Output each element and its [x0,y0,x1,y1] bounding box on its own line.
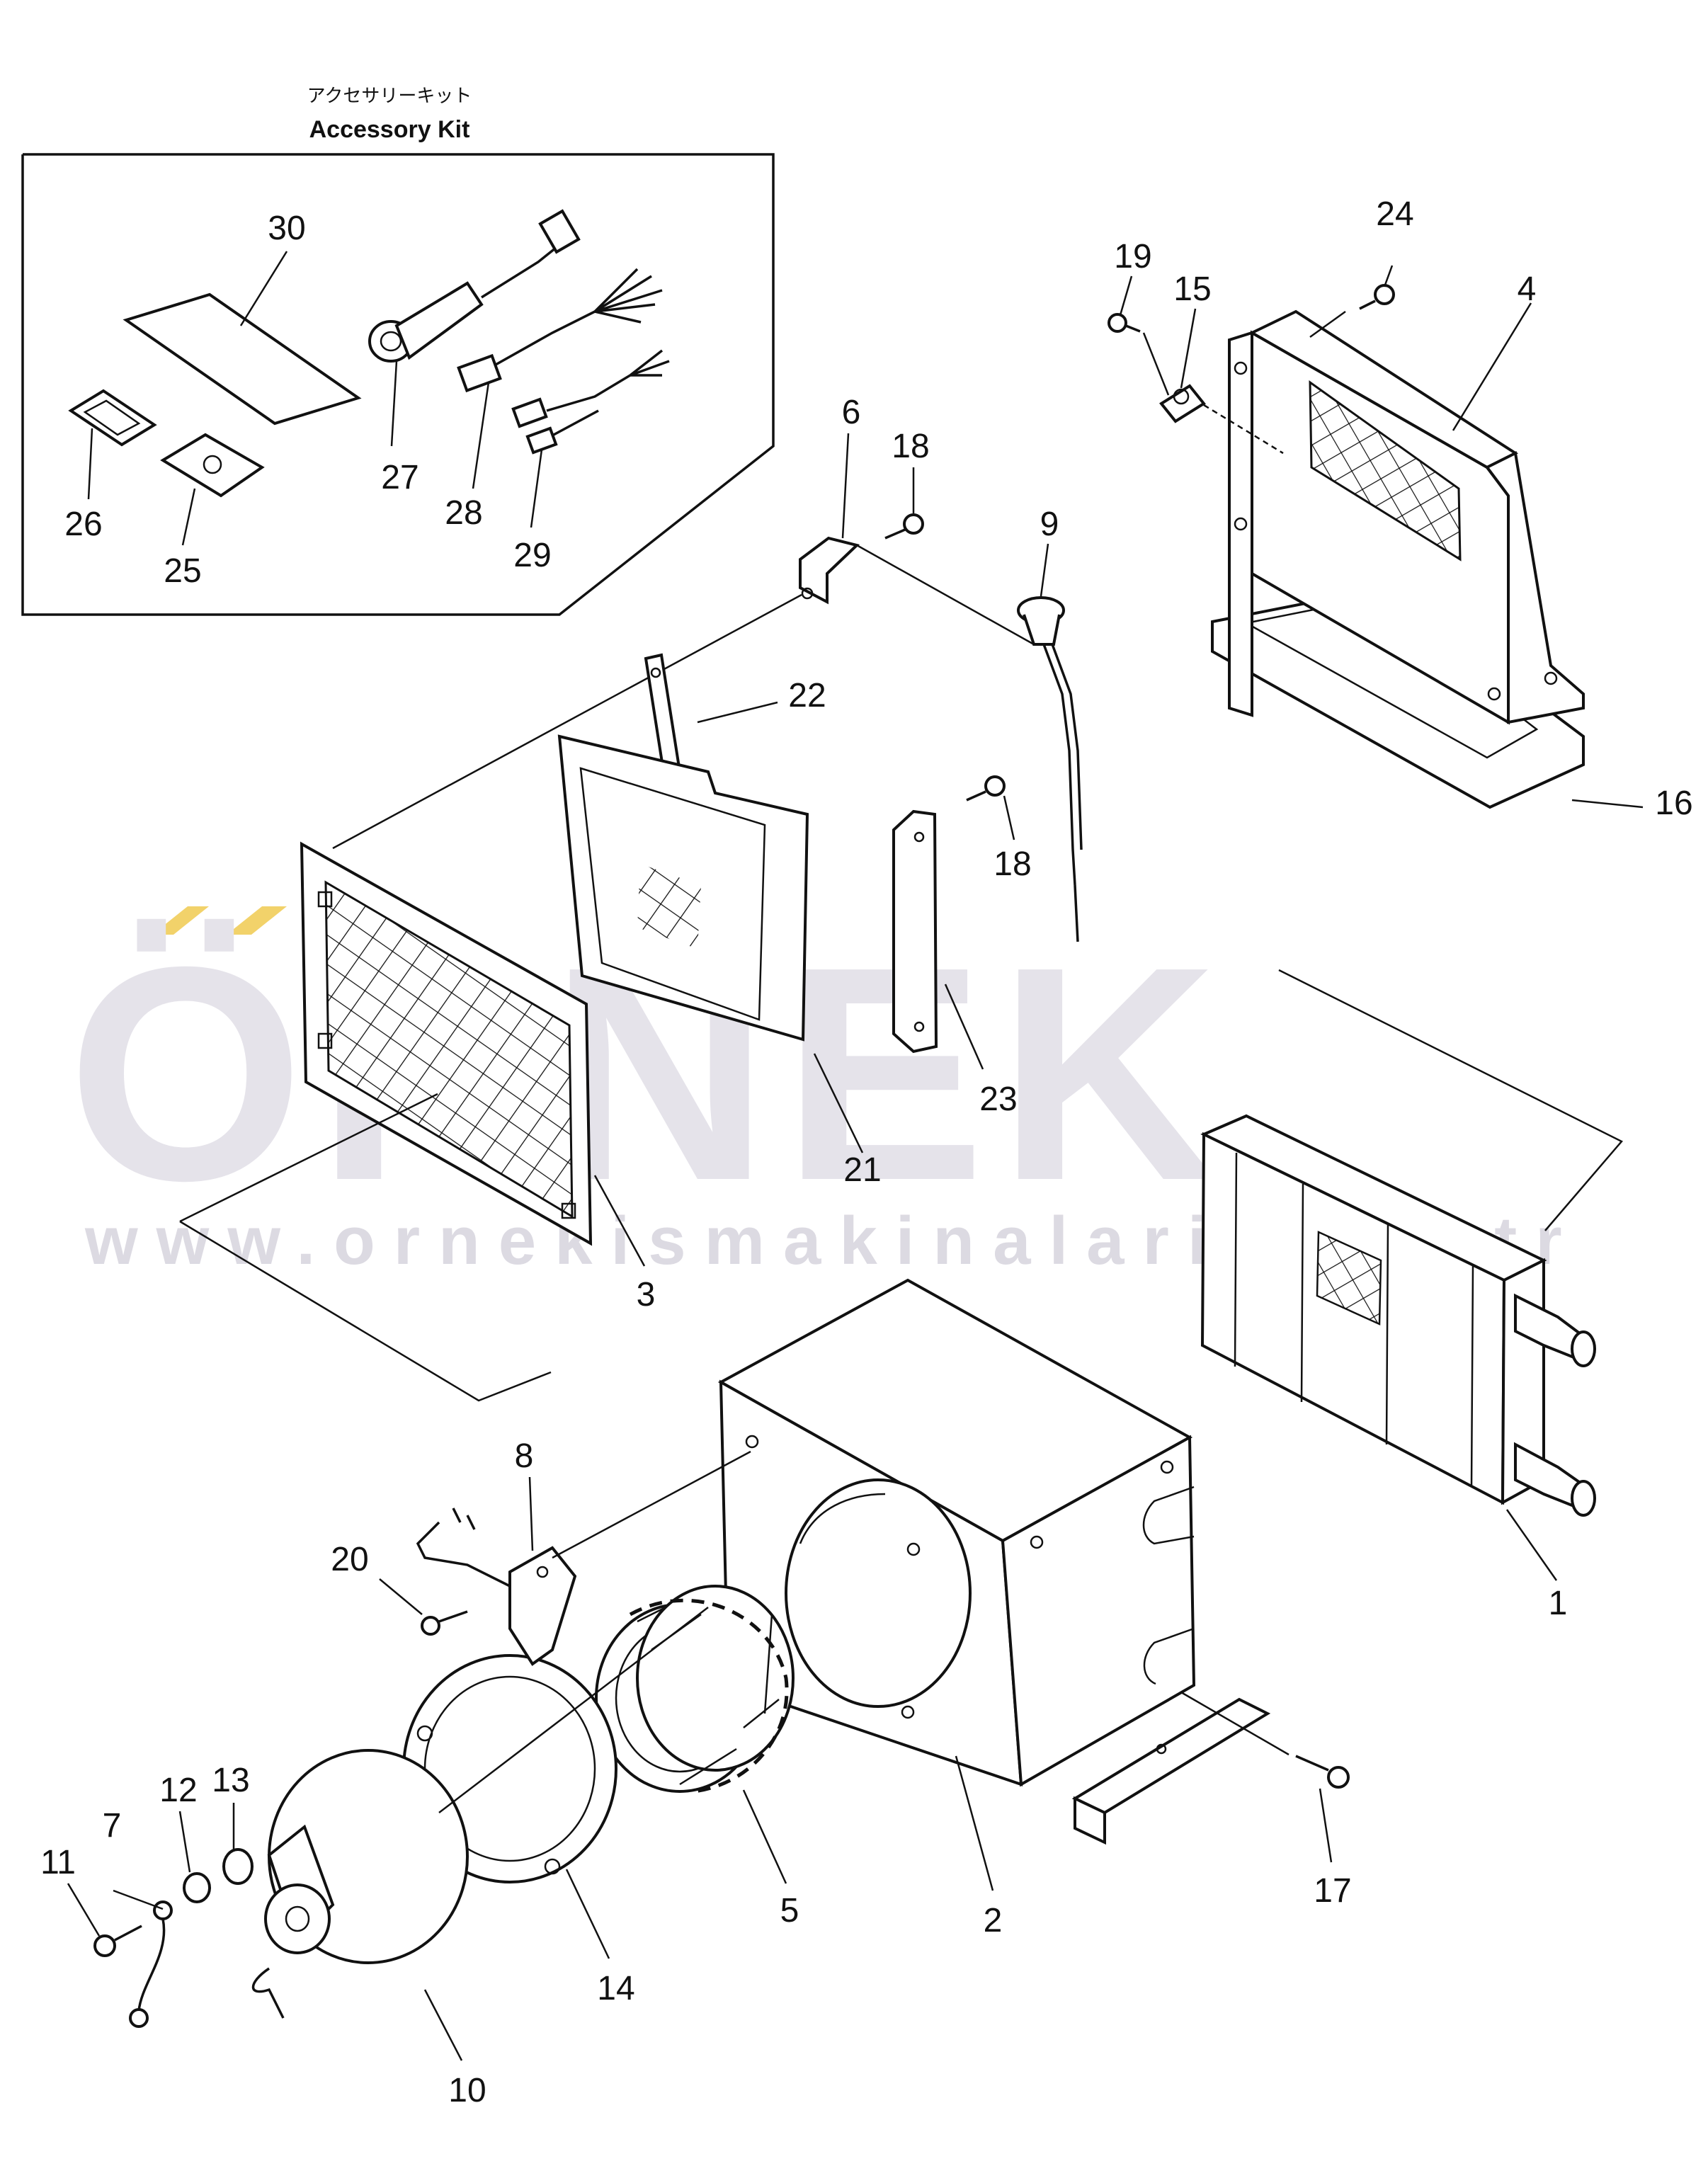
part-10-motor [251,1749,469,2019]
part-11-bolt [93,1925,142,1957]
callout-17: 17 [1314,1872,1351,1910]
part-18-screw-upper [884,513,924,540]
callout-10: 10 [448,2072,486,2109]
part-15-clamp [1159,384,1206,423]
callout-25: 25 [164,552,201,590]
part-17-bracket [1071,1697,1271,1845]
part-29-harness [511,349,670,455]
heater-outlet-pipe [1514,1442,1596,1517]
callout-23: 23 [979,1081,1017,1118]
part-24-screw [1359,284,1395,310]
callout-24: 24 [1376,195,1413,233]
callout-11: 11 [40,1844,76,1881]
callout-1: 1 [1549,1585,1568,1622]
part-28-harness [457,268,663,393]
callout-7: 7 [103,1807,122,1845]
part-2-case [717,1278,1196,1787]
part-25-pad [160,433,265,498]
part-4-duct [1228,309,1585,725]
part-23-strip [892,809,938,1054]
callout-19: 19 [1114,238,1151,275]
heater-inlet-pipe [1514,1293,1596,1367]
part-9-cable [1017,596,1083,942]
part-7-ground-wire [129,1900,173,2028]
part-30-decal-sheet [123,292,362,426]
callout-30: 30 [268,210,305,247]
part-21-filter [557,734,809,1042]
callout-20: 20 [331,1541,368,1578]
callout-3: 3 [637,1276,656,1313]
callout-12: 12 [159,1772,197,1809]
callout-5: 5 [780,1892,799,1930]
part-27-switch [368,209,581,363]
callout-28: 28 [445,494,482,532]
callout-26: 26 [64,506,102,543]
callout-14: 14 [597,1970,634,2007]
callout-21: 21 [843,1151,881,1189]
part-17-screw [1295,1755,1350,1789]
part-8-resistor [508,1546,577,1666]
callout-8: 8 [515,1437,534,1475]
callout-15: 15 [1173,270,1211,308]
kit-frame [21,153,775,616]
callout-13: 13 [212,1762,249,1799]
callout-9: 9 [1040,506,1059,543]
callout-27: 27 [381,459,419,496]
part-20-screw [421,1610,468,1636]
callout-18b: 18 [994,845,1031,883]
part-6-bracket [799,536,860,605]
part-13-grommet [222,1848,254,1885]
part-26-nameplate [68,389,157,447]
callout-2: 2 [984,1902,1003,1939]
part-12-washer [183,1872,211,1903]
watermark-accent-right [227,906,287,935]
part-3-screen [300,841,593,1246]
kit-title-en: Accessory Kit [309,116,470,143]
accessory-kit: アクセサリーキット Accessory Kit [21,86,775,616]
part-19-screw [1108,313,1141,333]
kit-title-jp: アクセサリーキット [307,86,472,107]
part-18-screw-lower [966,775,1006,802]
callout-22: 22 [788,677,826,714]
part-8-harness [416,1507,511,1588]
callout-29: 29 [513,537,551,574]
callout-18a: 18 [892,428,929,465]
callout-4: 4 [1518,270,1537,308]
part-1-heater-core [1200,1114,1596,1517]
watermark-accent-left [152,906,209,935]
callout-6: 6 [842,394,861,431]
callout-16: 16 [1655,785,1692,822]
